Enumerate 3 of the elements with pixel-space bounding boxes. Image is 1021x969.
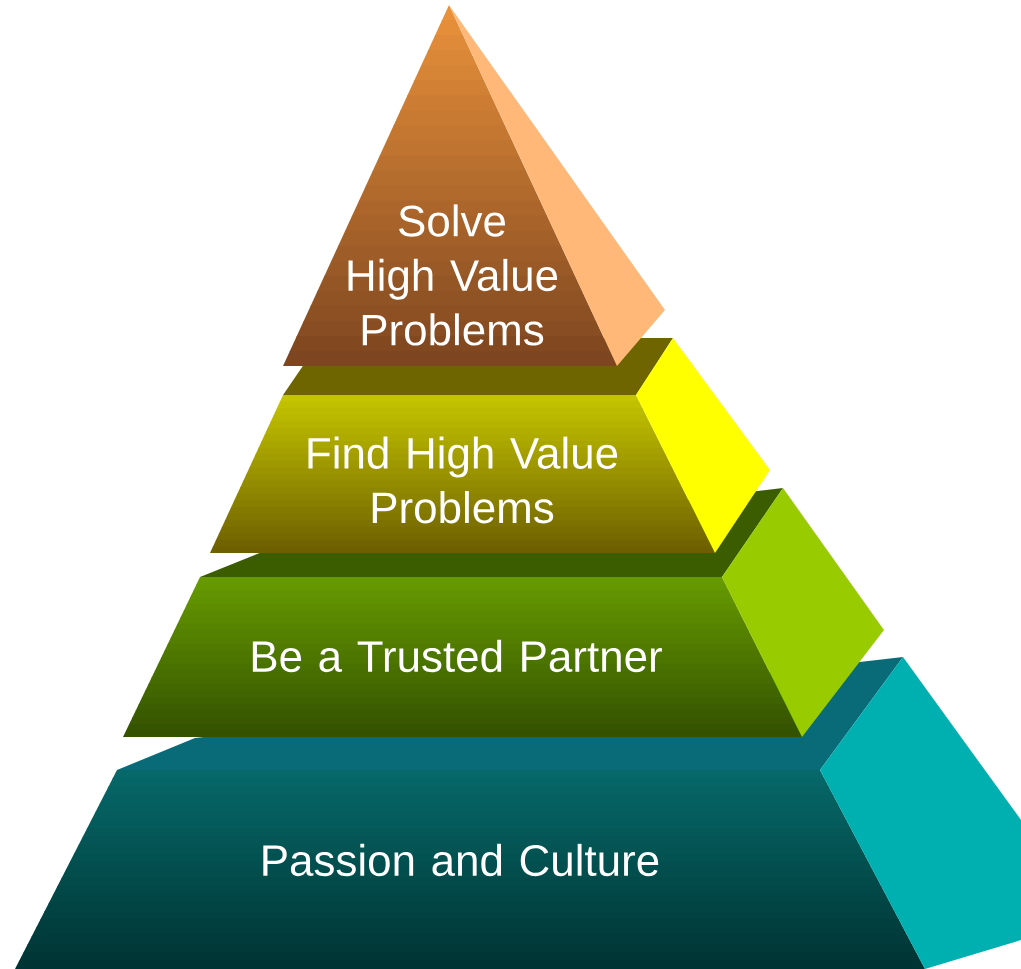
pyramid-tier: Solve High Value Problems <box>283 5 665 366</box>
node-label: Passion and Culture <box>263 843 659 877</box>
node-label: Find High Value Problems <box>308 436 618 524</box>
